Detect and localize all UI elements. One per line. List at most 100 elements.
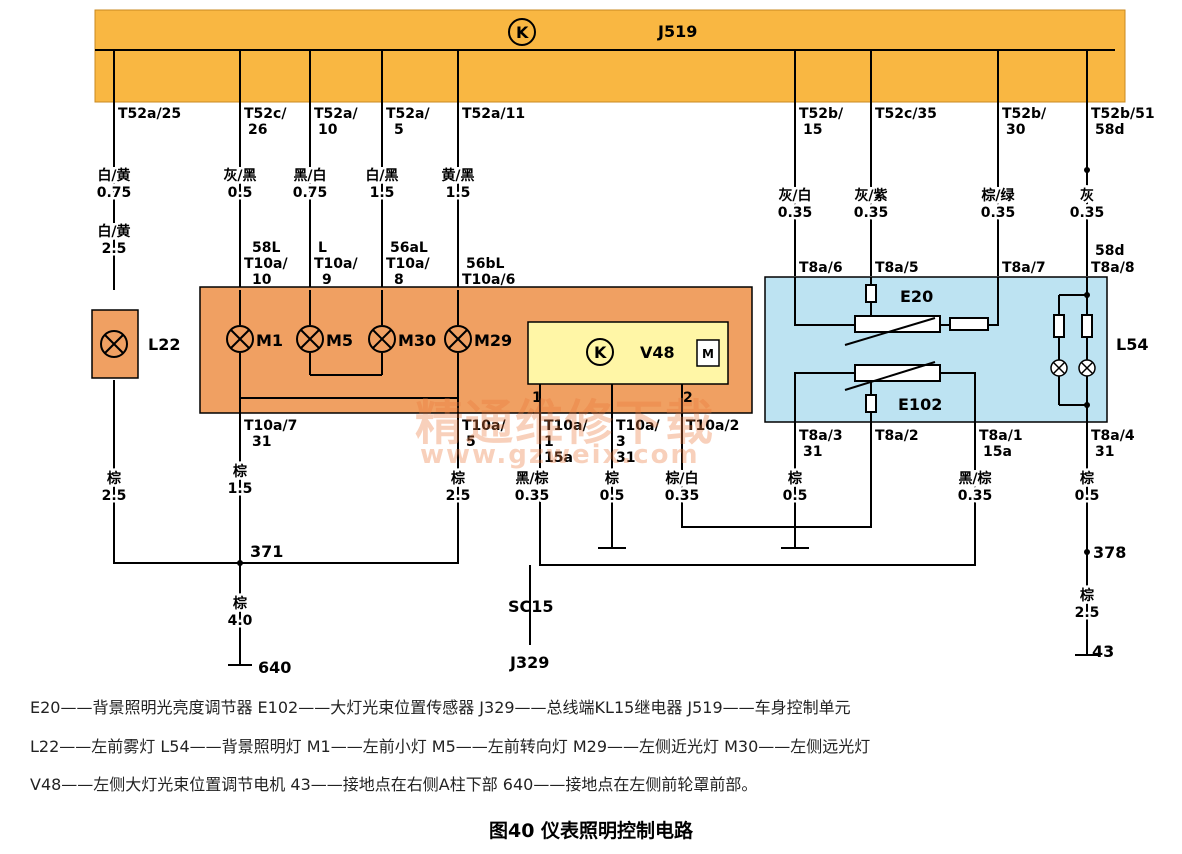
wire-color: 棕 bbox=[450, 470, 465, 487]
conn-label: T8a/4 bbox=[1091, 428, 1135, 444]
l54-label: L54 bbox=[1116, 335, 1148, 354]
conn-label: 15a bbox=[983, 444, 1012, 460]
wire-color: 白/黑 bbox=[365, 167, 398, 184]
conn-label: T8a/1 bbox=[979, 428, 1023, 444]
wire-color: 棕 bbox=[604, 470, 619, 487]
wire-gauge: 2.5 bbox=[102, 241, 127, 257]
wire-color: 黑/棕 bbox=[958, 470, 991, 487]
wire-color: 灰/紫 bbox=[854, 187, 887, 204]
conn-label: T10a/6 bbox=[462, 272, 515, 288]
wire-color: 黑/棕 bbox=[515, 470, 548, 487]
conn-label: 31 bbox=[803, 444, 822, 460]
conn-label: T8a/8 bbox=[1091, 260, 1135, 276]
pin-t52c-26-a: T52c/ bbox=[244, 106, 287, 122]
wire-color: 棕/白 bbox=[664, 470, 698, 487]
conn-label: T8a/5 bbox=[875, 260, 919, 276]
pin-t52b-15-a: T52b/ bbox=[799, 106, 844, 122]
wire-gauge: 1.5 bbox=[370, 185, 395, 201]
svg-text:K: K bbox=[516, 23, 529, 42]
wire-gauge: 1.5 bbox=[446, 185, 471, 201]
pin-t52a-10-b: 10 bbox=[318, 122, 338, 138]
e102-label: E102 bbox=[898, 395, 942, 414]
v48-label: V48 bbox=[640, 343, 675, 362]
wire-gauge: 0.5 bbox=[600, 488, 625, 504]
relay-k-icon: K bbox=[586, 338, 614, 366]
wire-color: 白/黄 bbox=[97, 223, 130, 240]
pin-t52a-25: T52a/25 bbox=[118, 106, 181, 122]
pin-t52a-11: T52a/11 bbox=[462, 106, 525, 122]
wire-color: 黑/白 bbox=[293, 167, 326, 184]
wire-gauge: 0.5 bbox=[783, 488, 808, 504]
conn-label: T10a/ bbox=[244, 256, 288, 272]
wire-gauge: 0.35 bbox=[515, 488, 550, 504]
figure-caption: 图40 仪表照明控制电路 bbox=[488, 820, 694, 842]
v48-pin: 2 bbox=[683, 390, 693, 406]
pin-t52b-51-a: T52b/51 bbox=[1091, 106, 1155, 122]
conn-label: T8a/7 bbox=[1002, 260, 1046, 276]
node-371: 371 bbox=[250, 542, 283, 561]
conn-label: T8a/2 bbox=[875, 428, 919, 444]
conn-label: 9 bbox=[322, 272, 332, 288]
wire-gauge: 0.35 bbox=[1070, 205, 1105, 221]
wire-color: 棕 bbox=[1079, 470, 1094, 487]
wiring-diagram: K J519 T52a/25 T52c/ 26 T52a/ 10 T52a/ 5… bbox=[91, 9, 1155, 677]
wire-gauge: 0.75 bbox=[97, 185, 132, 201]
wire-gauge: 0.35 bbox=[958, 488, 993, 504]
wire-gauge: 1.5 bbox=[228, 481, 253, 497]
m30-label: M30 bbox=[398, 331, 436, 350]
wire-gauge: 0.35 bbox=[981, 205, 1016, 221]
legend-line-2: L22——左前雾灯 L54——背景照明灯 M1——左前小灯 M5——左前转向灯 … bbox=[30, 737, 871, 756]
conn-label: 56aL bbox=[390, 240, 428, 256]
upper-wires bbox=[113, 50, 1088, 290]
conn-label: 1 bbox=[544, 434, 554, 450]
wire-color: 棕 bbox=[232, 595, 247, 612]
pin-t52b-15-b: 15 bbox=[803, 122, 822, 138]
conn-label: 58L bbox=[252, 240, 280, 256]
wire-color: 灰/白 bbox=[778, 187, 811, 204]
j519-box bbox=[94, 9, 1126, 103]
conn-label: T10a/ bbox=[314, 256, 358, 272]
lower-wires bbox=[113, 380, 1099, 666]
m29-label: M29 bbox=[474, 331, 512, 350]
wire-gauge: 2.5 bbox=[446, 488, 471, 504]
wire-color: 黄/黑 bbox=[441, 167, 474, 184]
conn-label: T10a/7 bbox=[244, 418, 297, 434]
m1-label: M1 bbox=[256, 331, 283, 350]
svg-text:M: M bbox=[702, 347, 714, 361]
wire-color: 灰 bbox=[1080, 187, 1094, 204]
node-378: 378 bbox=[1093, 543, 1126, 562]
v48-box bbox=[527, 321, 729, 385]
wire-color: 棕 bbox=[1079, 587, 1094, 604]
conn-label: 10 bbox=[252, 272, 272, 288]
wire-color: 棕 bbox=[787, 470, 802, 487]
node-j329: J329 bbox=[509, 653, 549, 672]
lamp-icon bbox=[1050, 359, 1096, 377]
conn-label: 58d bbox=[1095, 243, 1125, 259]
conn-label: 31 bbox=[1095, 444, 1114, 460]
wire-color: 灰/黑 bbox=[223, 167, 256, 184]
pin-t52b-30-b: 30 bbox=[1006, 122, 1026, 138]
conn-label: T8a/3 bbox=[799, 428, 843, 444]
pin-t52a-5-a: T52a/ bbox=[386, 106, 430, 122]
conn-label: 3 bbox=[616, 434, 626, 450]
wire-color: 棕 bbox=[106, 470, 121, 487]
wire-gauge: 0.35 bbox=[778, 205, 813, 221]
wire-gauge: 0.5 bbox=[228, 185, 253, 201]
conn-label: L bbox=[318, 240, 327, 256]
e20-label: E20 bbox=[900, 287, 933, 306]
wire-color: 白/黄 bbox=[97, 167, 130, 184]
pin-t52c-35: T52c/35 bbox=[875, 106, 937, 122]
ground-43: 43 bbox=[1092, 642, 1114, 661]
ground-640: 640 bbox=[258, 658, 291, 677]
wire-color: 棕 bbox=[232, 463, 247, 480]
l22-label: L22 bbox=[148, 335, 180, 354]
wire-gauge: 0.75 bbox=[293, 185, 328, 201]
pin-t52a-10-a: T52a/ bbox=[314, 106, 358, 122]
svg-text:K: K bbox=[594, 343, 607, 362]
watermark-url: www.gzweix.com bbox=[420, 440, 700, 470]
conn-label: T10a/2 bbox=[686, 418, 739, 434]
pin-t52b-30-a: T52b/ bbox=[1002, 106, 1047, 122]
watermark-text: 精通维修下载 bbox=[415, 395, 716, 451]
pin-t52a-5-b: 5 bbox=[394, 122, 404, 138]
conn-label: 31 bbox=[616, 450, 635, 466]
